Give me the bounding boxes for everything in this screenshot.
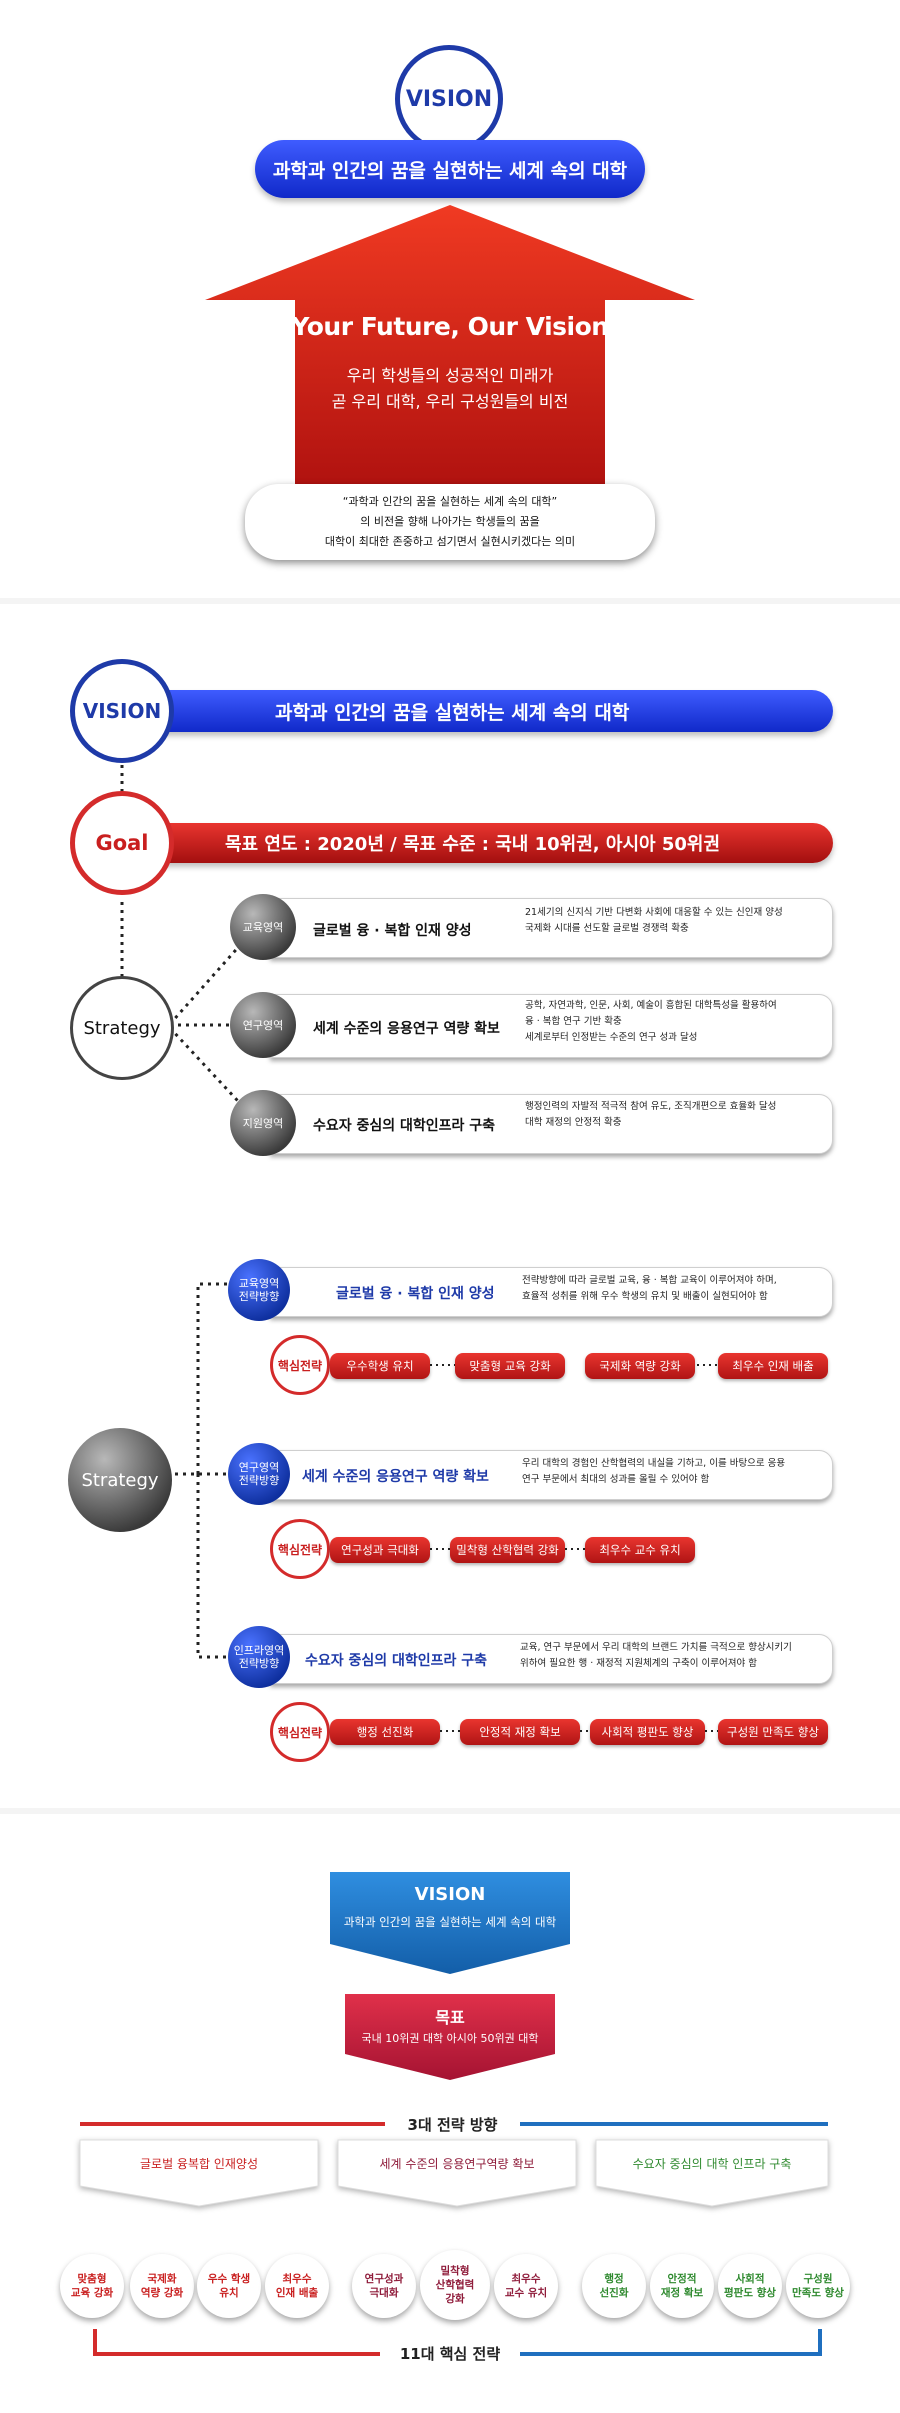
- area-desc: 공학, 자연과학, 인문, 사회, 예술이 흥합된 대학특성을 활용하여 융 ·…: [525, 1000, 777, 1043]
- area-title: 글로벌 융 · 복합 인재 양성: [313, 923, 472, 939]
- direction-desc: 교육, 연구 부문에서 우리 대학의 브랜드 가치를 극적으로 향상시키기 위하…: [520, 1642, 792, 1669]
- tag: 행정 선진화: [330, 1719, 440, 1745]
- area-desc: 21세기의 신지식 기반 다변화 사회에 대응할 수 있는 신인재 양성 국제화…: [525, 907, 783, 934]
- area-title: 세계 수준의 응용연구 역량 확보: [313, 1021, 500, 1037]
- tag: 맞춤형 교육 강화: [455, 1353, 565, 1379]
- tag: 최우수 교수 유치: [585, 1537, 695, 1563]
- area-circle-education: 교육영역: [230, 894, 296, 960]
- direction-box-education: [270, 1267, 833, 1317]
- strategy-circle-dark: Strategy: [68, 1428, 172, 1532]
- strategy-system-panel: 과학과 인간의 꿈을 실현하는 세계 속의 대학 VISION 목표 연도 : …: [0, 604, 900, 1808]
- goal-circle: Goal: [70, 791, 174, 895]
- goal-bar: 목표 연도 : 2020년 / 목표 수준 : 국내 10위권, 아시아 50위…: [120, 823, 833, 863]
- summary-shapes: [79, 1872, 829, 2356]
- tag: 국제화 역량 강화: [585, 1353, 695, 1379]
- vision-text: 과학과 인간의 꿈을 실현하는 세계 속의 대학: [272, 159, 628, 182]
- upward-arrow: [205, 205, 695, 522]
- vision-label-2: VISION: [82, 699, 162, 723]
- goal-label: Goal: [95, 831, 149, 855]
- arrow-line2: 곧 우리 대학, 우리 구성원들의 비전: [331, 392, 569, 411]
- connector-lines: [120, 749, 718, 1733]
- strategy-label-2: Strategy: [81, 1469, 159, 1491]
- summary-panel: VISION 과학과 인간의 꿈을 실현하는 세계 속의 대학 목표 국내 10…: [0, 1814, 900, 2413]
- direction-label: 세계 수준의 응용연구역량 확보: [379, 2156, 535, 2171]
- core-title: 11대 핵심 전략: [399, 2345, 501, 2363]
- summary-goal-text: 국내 10위권 대학 아시아 50위권 대학: [361, 2032, 539, 2045]
- key-strategy-circle: 핵심전략: [270, 1335, 330, 1395]
- tag: 안정적 재정 확보: [460, 1719, 580, 1745]
- direction-title: 수요자 중심의 대학인프라 구축: [305, 1653, 488, 1669]
- direction-desc: 우리 대학의 경험인 산학협력의 내실을 기하고, 이를 바탕으로 응용 연구 …: [522, 1458, 786, 1485]
- summary-goal-label: 목표: [435, 2008, 465, 2027]
- meaning-box: “과학과 인간의 꿈을 실현하는 세계 속의 대학” 의 비전을 향해 나아가는…: [245, 484, 655, 560]
- meaning-line3: 대학이 최대한 존중하고 섬기면서 실현시키겠다는 의미: [324, 535, 576, 548]
- arrow-line1: 우리 학생들의 성공적인 미래가: [346, 366, 554, 385]
- vision-label: VISION: [405, 86, 493, 112]
- area-circle-support: 지원영역: [230, 1090, 296, 1156]
- key-strategy-circle: 핵심전략: [270, 1702, 330, 1762]
- vision-circle-2: VISION: [70, 659, 174, 763]
- key-strategy-circle: 핵심전략: [270, 1519, 330, 1579]
- tag: 사회적 평판도 향상: [590, 1719, 705, 1745]
- directions-title: 3대 전략 방향: [407, 2116, 498, 2134]
- direction-label: 수요자 중심의 대학 인프라 구축: [632, 2156, 792, 2171]
- strategy-label: Strategy: [83, 1017, 161, 1039]
- tag: 우수학생 유치: [330, 1353, 430, 1379]
- tag: 밀착형 산학협력 강화: [450, 1537, 565, 1563]
- goal-text: 목표 연도 : 2020년 / 목표 수준 : 국내 10위권, 아시아 50위…: [225, 834, 721, 855]
- direction-title: 세계 수준의 응용연구 역량 확보: [302, 1469, 489, 1485]
- area-box-research: [270, 994, 833, 1058]
- area-label: 연구영역: [242, 1018, 284, 1032]
- area-desc: 행정인력의 자발적 적극적 참여 유도, 조직개편으로 효율화 달성 대학 재정…: [525, 1101, 777, 1128]
- area-box-support: [270, 1094, 833, 1154]
- area-label: 지원영역: [242, 1116, 284, 1130]
- summary-vision-label: VISION: [414, 1884, 486, 1905]
- meaning-line2: 의 비전을 향해 나아가는 학생들의 꿈을: [360, 515, 540, 528]
- area-circle-research: 연구영역: [230, 992, 296, 1058]
- strategy-circle: Strategy: [70, 976, 174, 1080]
- vision-circle: VISION: [395, 45, 503, 153]
- summary-vision-text: 과학과 인간의 꿈을 실현하는 세계 속의 대학: [343, 1915, 557, 1929]
- direction-label: 글로벌 융복합 인재양성: [139, 2156, 259, 2171]
- vision-bar: 과학과 인간의 꿈을 실현하는 세계 속의 대학: [120, 690, 833, 732]
- area-title: 수요자 중심의 대학인프라 구축: [313, 1118, 496, 1134]
- arrow-title: Your Future, Our Vision: [291, 312, 609, 341]
- vision-panel: VISION 과학과 인간의 꿈을 실현하는 세계 속의 대학 Your Fut…: [0, 0, 900, 598]
- tag: 최우수 인재 배출: [718, 1353, 828, 1379]
- tag: 구성원 만족도 향상: [718, 1719, 828, 1745]
- tag: 연구성과 극대화: [330, 1537, 430, 1563]
- area-label: 교육영역: [242, 920, 284, 934]
- direction-box-infra: [270, 1634, 833, 1684]
- vision-banner: 과학과 인간의 꿈을 실현하는 세계 속의 대학: [255, 140, 645, 198]
- meaning-line1: “과학과 인간의 꿈을 실현하는 세계 속의 대학”: [342, 495, 558, 508]
- vision-bar-text: 과학과 인간의 꿈을 실현하는 세계 속의 대학: [275, 701, 630, 724]
- direction-title: 글로벌 융 · 복합 인재 양성: [336, 1286, 495, 1302]
- area-box-education: [270, 898, 833, 958]
- direction-desc: 전략방향에 따라 글로벌 교육, 융 · 복합 교육이 이루어져야 하며, 효율…: [522, 1275, 777, 1302]
